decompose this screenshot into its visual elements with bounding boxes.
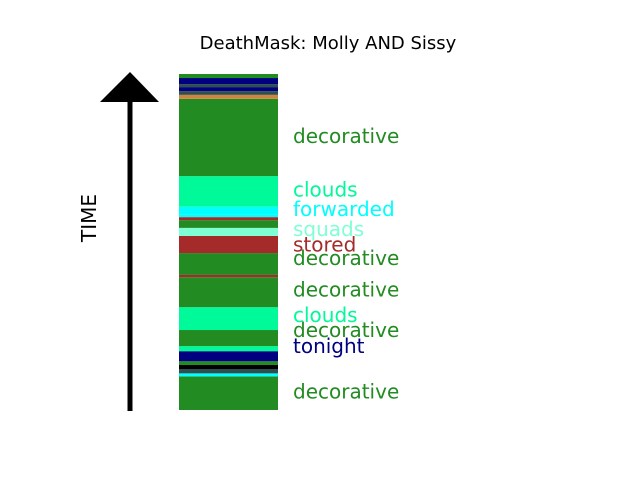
timeline-segment-3 [179, 364, 278, 370]
timeline-segment-22 [179, 87, 278, 92]
time-arrow-head [100, 72, 159, 102]
timeline-segment-15 [179, 217, 278, 221]
segment-label-6: stored [293, 232, 356, 256]
segment-label-7: squads [293, 217, 364, 241]
timeline-segments [179, 74, 278, 410]
timeline-segment-8 [179, 307, 278, 331]
timeline-segment-18 [179, 176, 278, 207]
timeline-segment-4 [179, 361, 278, 365]
timeline-segment-16 [179, 214, 278, 218]
timeline-segment-14 [179, 220, 278, 228]
timeline-segment-20 [179, 94, 278, 99]
timeline-segment-13 [179, 227, 278, 236]
chart-title: DeathMask: Molly AND Sissy [200, 33, 457, 54]
timeline-segment-21 [179, 91, 278, 95]
timeline-segment-6 [179, 346, 278, 352]
timeline-segment-12 [179, 235, 278, 254]
segment-label-4: decorative [293, 278, 399, 302]
segment-label-5: decorative [293, 246, 399, 270]
timeline-segment-23 [179, 84, 278, 88]
segment-label-3: clouds [293, 303, 358, 327]
time-axis: TIME [77, 72, 159, 411]
timeline-segment-0 [179, 376, 278, 410]
segment-label-8: forwarded [293, 197, 395, 221]
timeline-segment-9 [179, 277, 278, 308]
segment-label-2: decorative [293, 318, 399, 342]
timeline-segment-5 [179, 351, 278, 362]
timeline-segment-10 [179, 274, 278, 278]
segment-label-9: clouds [293, 177, 358, 201]
timeline-segment-25 [179, 74, 278, 79]
timeline-segment-19 [179, 98, 278, 177]
segment-labels: decorativetonightdecorativecloudsdecorat… [293, 124, 399, 404]
segment-label-1: tonight [293, 334, 365, 358]
timeline-segment-2 [179, 369, 278, 374]
segment-label-0: decorative [293, 380, 399, 404]
y-axis-label: TIME [77, 194, 101, 243]
timeline-segment-11 [179, 253, 278, 275]
timeline-segment-24 [179, 78, 278, 85]
timeline-segment-1 [179, 373, 278, 377]
segment-label-10: decorative [293, 124, 399, 148]
timeline-segment-17 [179, 206, 278, 215]
timeline-segment-7 [179, 330, 278, 347]
